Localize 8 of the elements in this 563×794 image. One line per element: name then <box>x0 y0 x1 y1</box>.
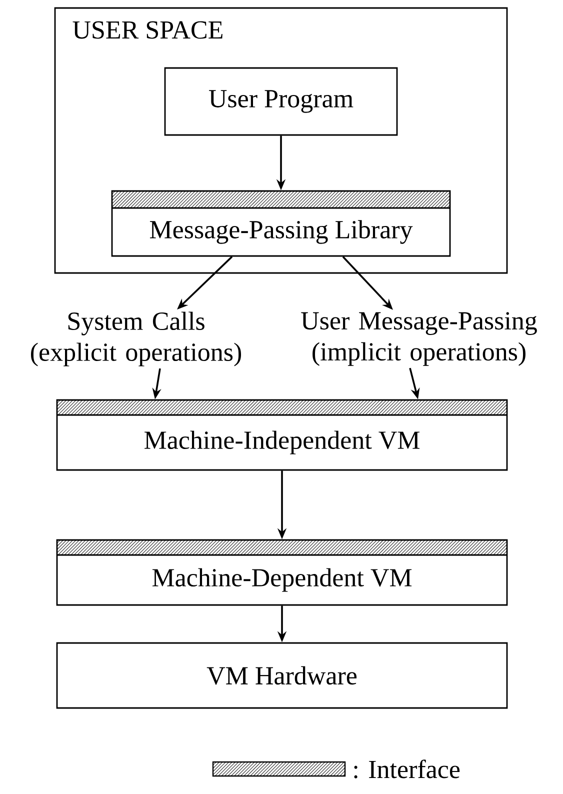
layer-box: Message-Passing Library <box>111 190 451 257</box>
layer-box: Machine-Independent VM <box>56 399 508 471</box>
layer-box: VM Hardware <box>56 642 508 709</box>
legend-text: : Interface <box>354 760 460 778</box>
operation-label: System Calls (explicit operations) <box>31 312 242 366</box>
operation-label: User Message-Passing (implicit operations) <box>301 312 537 366</box>
process-box: User Program <box>164 67 398 136</box>
layer-box: Machine-Dependent VM <box>56 539 508 606</box>
